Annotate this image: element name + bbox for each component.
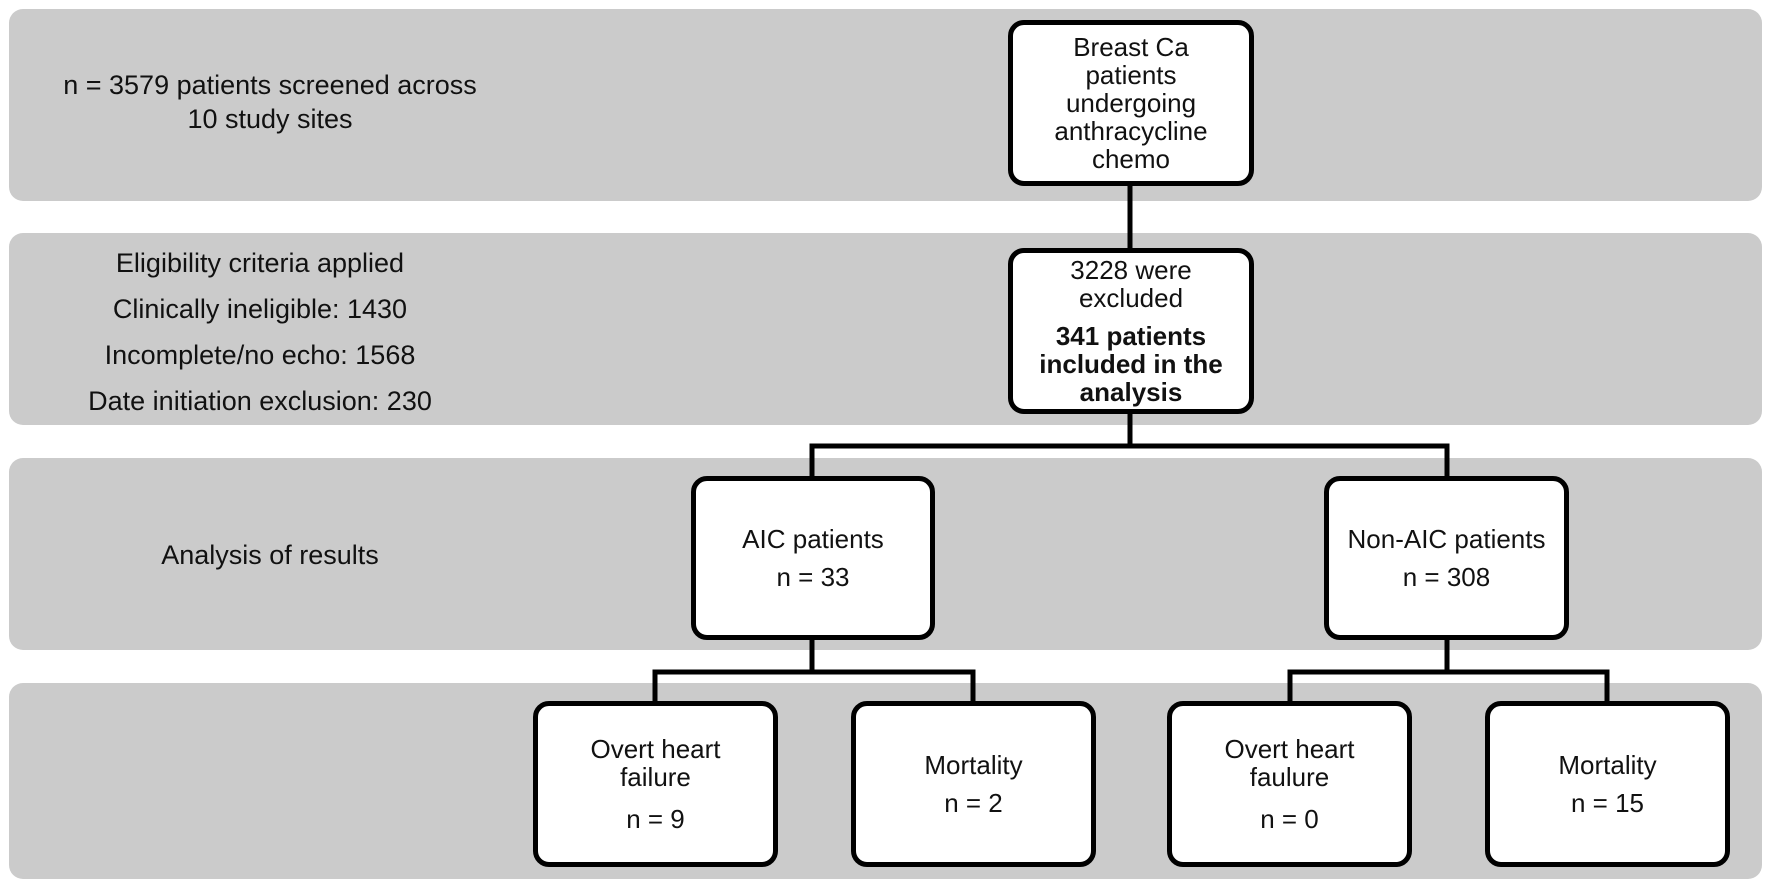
start-line: anthracycline [1054,116,1208,146]
aic-label: AIC patients [742,524,884,554]
screening-line-1: n = 3579 patients screened across [63,70,477,100]
aic-hf-count: n = 9 [626,804,685,834]
eligibility-text: Eligibility criteria applied Clinically … [50,240,470,424]
nonaic-mortality-label: Mortality [1558,750,1657,780]
start-line: patients [1085,60,1177,90]
start-line: Breast Ca [1073,32,1189,62]
included-label: analysis [1079,377,1183,407]
box-aic-heart-failure: Overt heart failure n = 9 [533,701,778,867]
aic-hf-label: failure [620,762,691,792]
box-breast-ca-patients: Breast Ca patients undergoing anthracycl… [1008,20,1254,186]
start-line: chemo [1091,144,1171,174]
screening-line-2: 10 study sites [187,104,353,134]
box-nonaic-mortality: Mortality n = 15 [1485,701,1730,867]
non-aic-label: Non-AIC patients [1347,524,1546,554]
excluded-count: 3228 were [1070,255,1192,285]
analysis-label: Analysis of results [50,538,490,572]
non-aic-count: n = 308 [1402,562,1491,592]
eligibility-heading: Eligibility criteria applied [115,248,405,278]
eligibility-date-exclusion: Date initiation exclusion: 230 [88,386,432,416]
nonaic-hf-label: Overt heart [1224,734,1355,764]
aic-count: n = 33 [776,562,850,592]
nonaic-hf-label: faulure [1249,762,1330,792]
box-aic-patients: AIC patients n = 33 [691,476,935,640]
eligibility-clinically-ineligible: Clinically ineligible: 1430 [112,294,408,324]
start-line: undergoing [1065,88,1197,118]
box-nonaic-heart-failure: Overt heart faulure n = 0 [1167,701,1412,867]
aic-mortality-label: Mortality [924,750,1023,780]
box-non-aic-patients: Non-AIC patients n = 308 [1324,476,1569,640]
nonaic-mortality-count: n = 15 [1570,788,1644,818]
box-excluded-included: 3228 were excluded 341 patients included… [1008,248,1254,414]
included-label: included in the [1039,349,1223,379]
row-band-screening [9,9,1762,201]
excluded-label: excluded [1078,283,1184,313]
nonaic-hf-count: n = 0 [1260,804,1319,834]
eligibility-incomplete-echo: Incomplete/no echo: 1568 [104,340,416,370]
screening-text: n = 3579 patients screened across 10 stu… [20,68,520,136]
row-band-eligibility [9,233,1762,425]
box-aic-mortality: Mortality n = 2 [851,701,1096,867]
aic-mortality-count: n = 2 [944,788,1003,818]
aic-hf-label: Overt heart [590,734,721,764]
included-count: 341 patients [1055,321,1207,351]
analysis-label-text: Analysis of results [161,540,379,570]
